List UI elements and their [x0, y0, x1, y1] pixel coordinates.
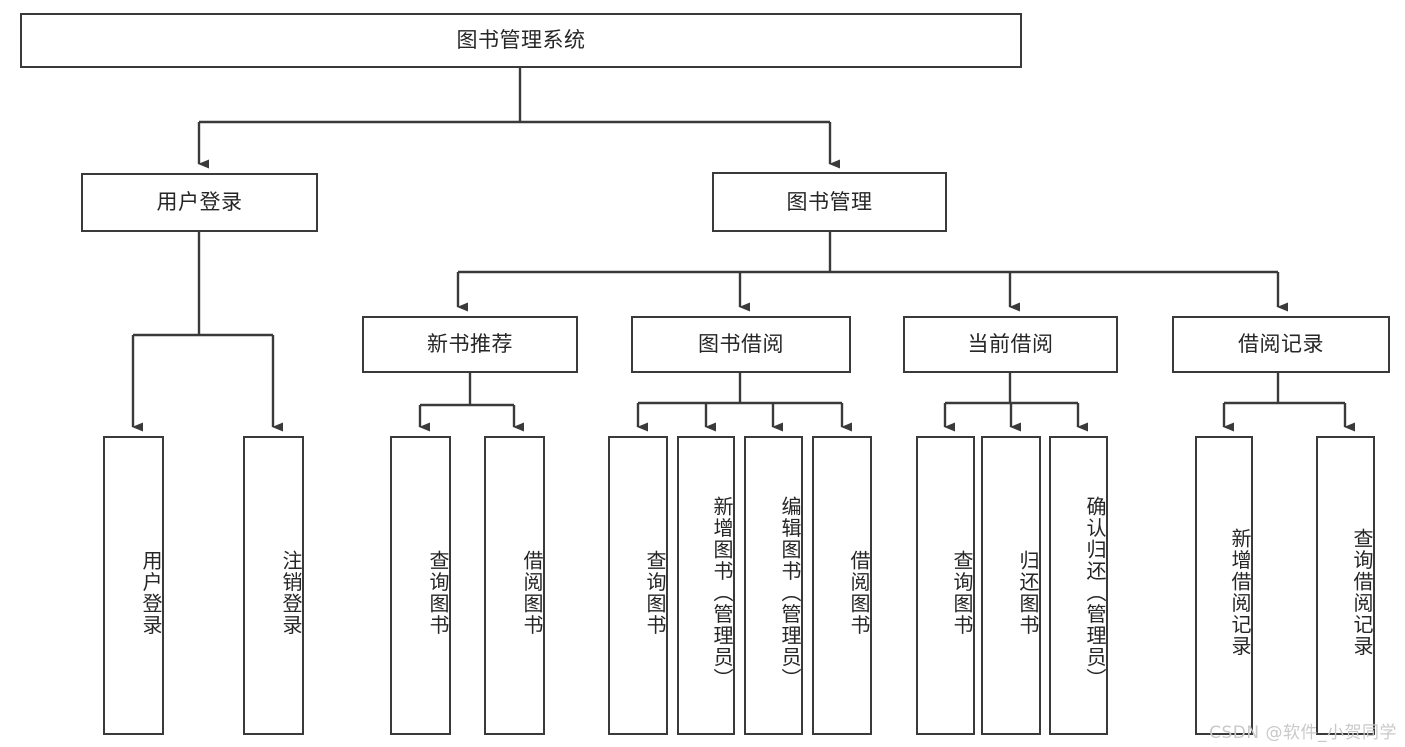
- node-label: 借阅记录: [1238, 332, 1324, 357]
- leaf-borrow-borrow-book[interactable]: 借阅图书: [812, 436, 872, 735]
- leaf-borrow-edit-book[interactable]: 编辑图书（管理员）: [744, 436, 803, 735]
- node-label: 用户登录: [156, 190, 243, 215]
- node-label: 新增图书（管理员）: [710, 495, 734, 690]
- node-label: 查询借阅记录: [1350, 528, 1374, 657]
- node-current-borrow[interactable]: 当前借阅: [903, 316, 1118, 373]
- node-label: 注销登录: [279, 549, 303, 636]
- node-label: 确认归还（管理员）: [1083, 495, 1107, 690]
- node-label: 借阅图书: [847, 549, 871, 636]
- csdn-watermark: CSDN @软件_小贺同学: [1209, 723, 1397, 743]
- leaf-current-return-book[interactable]: 归还图书: [981, 436, 1041, 735]
- node-label: 当前借阅: [967, 332, 1054, 357]
- leaf-record-add-record[interactable]: 新增借阅记录: [1195, 436, 1253, 735]
- node-book-management[interactable]: 图书管理: [712, 172, 947, 232]
- node-label: 新增借阅记录: [1228, 528, 1252, 657]
- node-new-book-recommend[interactable]: 新书推荐: [362, 316, 578, 373]
- leaf-current-confirm-return[interactable]: 确认归还（管理员）: [1049, 436, 1108, 735]
- node-book-borrow[interactable]: 图书借阅: [631, 316, 851, 373]
- node-label: 归还图书: [1016, 549, 1040, 636]
- node-label: 图书管理系统: [456, 28, 586, 53]
- leaf-user-login-signout[interactable]: 注销登录: [243, 436, 304, 735]
- node-user-login[interactable]: 用户登录: [81, 173, 318, 232]
- leaf-recommend-query-book[interactable]: 查询图书: [390, 436, 451, 735]
- node-borrow-record[interactable]: 借阅记录: [1172, 316, 1390, 373]
- node-system-root[interactable]: 图书管理系统: [20, 13, 1022, 68]
- node-label: 用户登录: [139, 549, 163, 636]
- node-label: 编辑图书（管理员）: [778, 495, 802, 690]
- node-label: 图书借阅: [698, 332, 784, 357]
- leaf-current-query-book[interactable]: 查询图书: [916, 436, 975, 735]
- node-label: 查询图书: [426, 549, 450, 636]
- leaf-borrow-query-book[interactable]: 查询图书: [608, 436, 668, 735]
- leaf-user-login-signin[interactable]: 用户登录: [103, 436, 164, 735]
- leaf-recommend-borrow-book[interactable]: 借阅图书: [484, 436, 545, 735]
- node-label: 图书管理: [786, 189, 873, 214]
- node-label: 借阅图书: [520, 549, 544, 636]
- node-label: 新书推荐: [427, 332, 513, 357]
- leaf-record-query-record[interactable]: 查询借阅记录: [1316, 436, 1375, 735]
- leaf-borrow-add-book[interactable]: 新增图书（管理员）: [677, 436, 735, 735]
- node-label: 查询图书: [950, 549, 974, 636]
- node-label: 查询图书: [643, 549, 667, 636]
